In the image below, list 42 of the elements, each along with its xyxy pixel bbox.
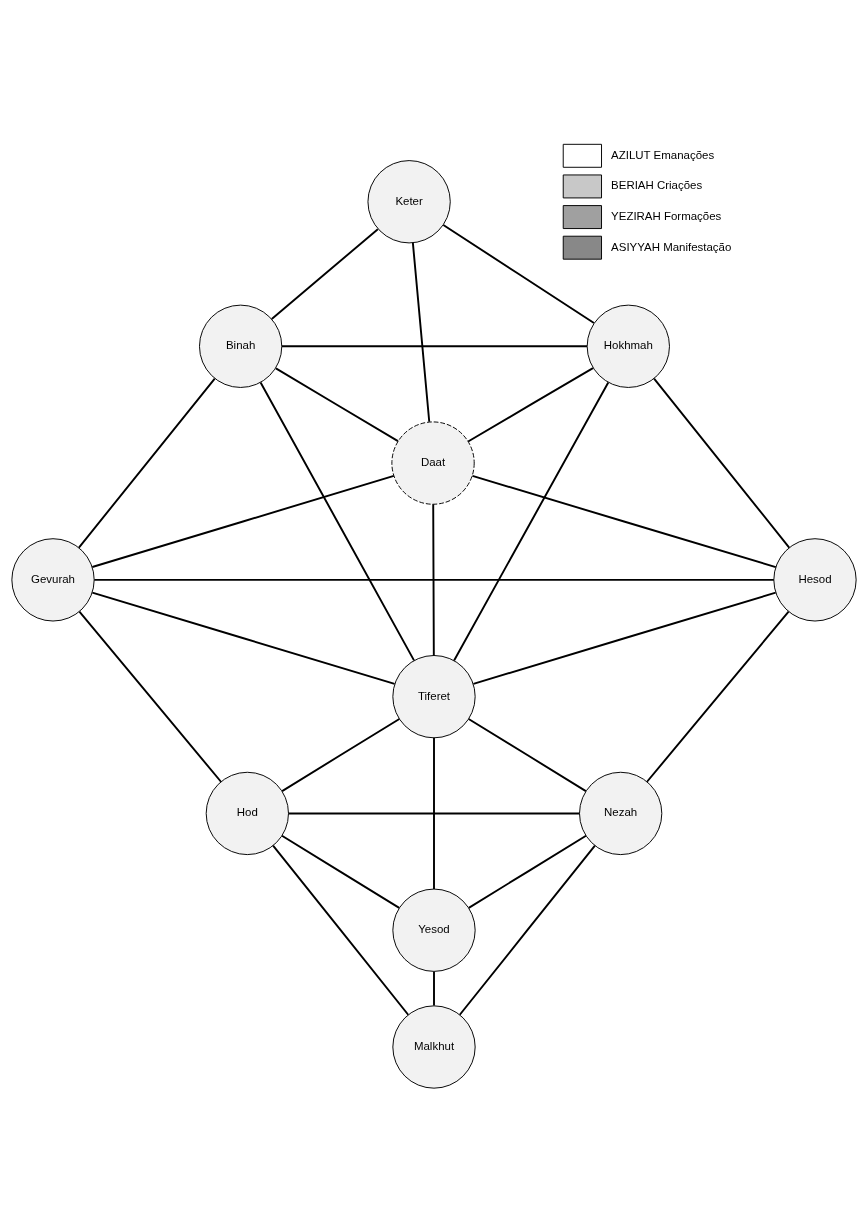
connector xyxy=(467,366,594,442)
connector xyxy=(93,578,775,581)
connector xyxy=(467,717,587,792)
connector xyxy=(471,474,777,568)
connector xyxy=(442,223,595,324)
node-circle: Binah xyxy=(199,304,283,388)
connector xyxy=(453,381,610,661)
connector xyxy=(433,970,435,1006)
node-circle: Nezah xyxy=(579,771,663,855)
connector xyxy=(281,834,401,909)
connector xyxy=(77,377,216,549)
node-circle: Yesod xyxy=(392,888,476,972)
connector xyxy=(272,844,410,1016)
node-circle: Keter xyxy=(367,159,451,243)
connector xyxy=(646,610,790,783)
connector xyxy=(467,834,587,909)
connector xyxy=(281,717,401,792)
node-circle: Daat xyxy=(391,420,475,505)
connector xyxy=(91,474,395,568)
node-circle: Hokhmah xyxy=(586,304,670,388)
connector xyxy=(433,736,435,890)
connector xyxy=(91,591,396,685)
connector xyxy=(274,366,399,442)
node-circle: Tiferet xyxy=(392,654,476,738)
connector xyxy=(653,377,791,549)
connector xyxy=(411,241,431,423)
node-circle: Gevurah xyxy=(11,537,95,621)
connector xyxy=(287,812,581,814)
connector xyxy=(270,227,379,320)
legend-label: BERIAH Criações xyxy=(611,178,703,191)
connector xyxy=(280,344,588,347)
node-circle: Hod xyxy=(205,771,289,855)
legend-label: ASIYYAH Manifestação xyxy=(611,240,732,253)
legend-label: YEZIRAH Formações xyxy=(611,209,722,222)
node-circle: Malkhut xyxy=(392,1004,476,1089)
node-circle: Hesod xyxy=(773,537,857,621)
connector xyxy=(259,381,415,661)
connector xyxy=(78,610,222,783)
legend-label: AZILUT Emanações xyxy=(611,148,715,161)
connector xyxy=(472,591,777,685)
connector xyxy=(432,502,435,656)
connector xyxy=(458,844,596,1016)
